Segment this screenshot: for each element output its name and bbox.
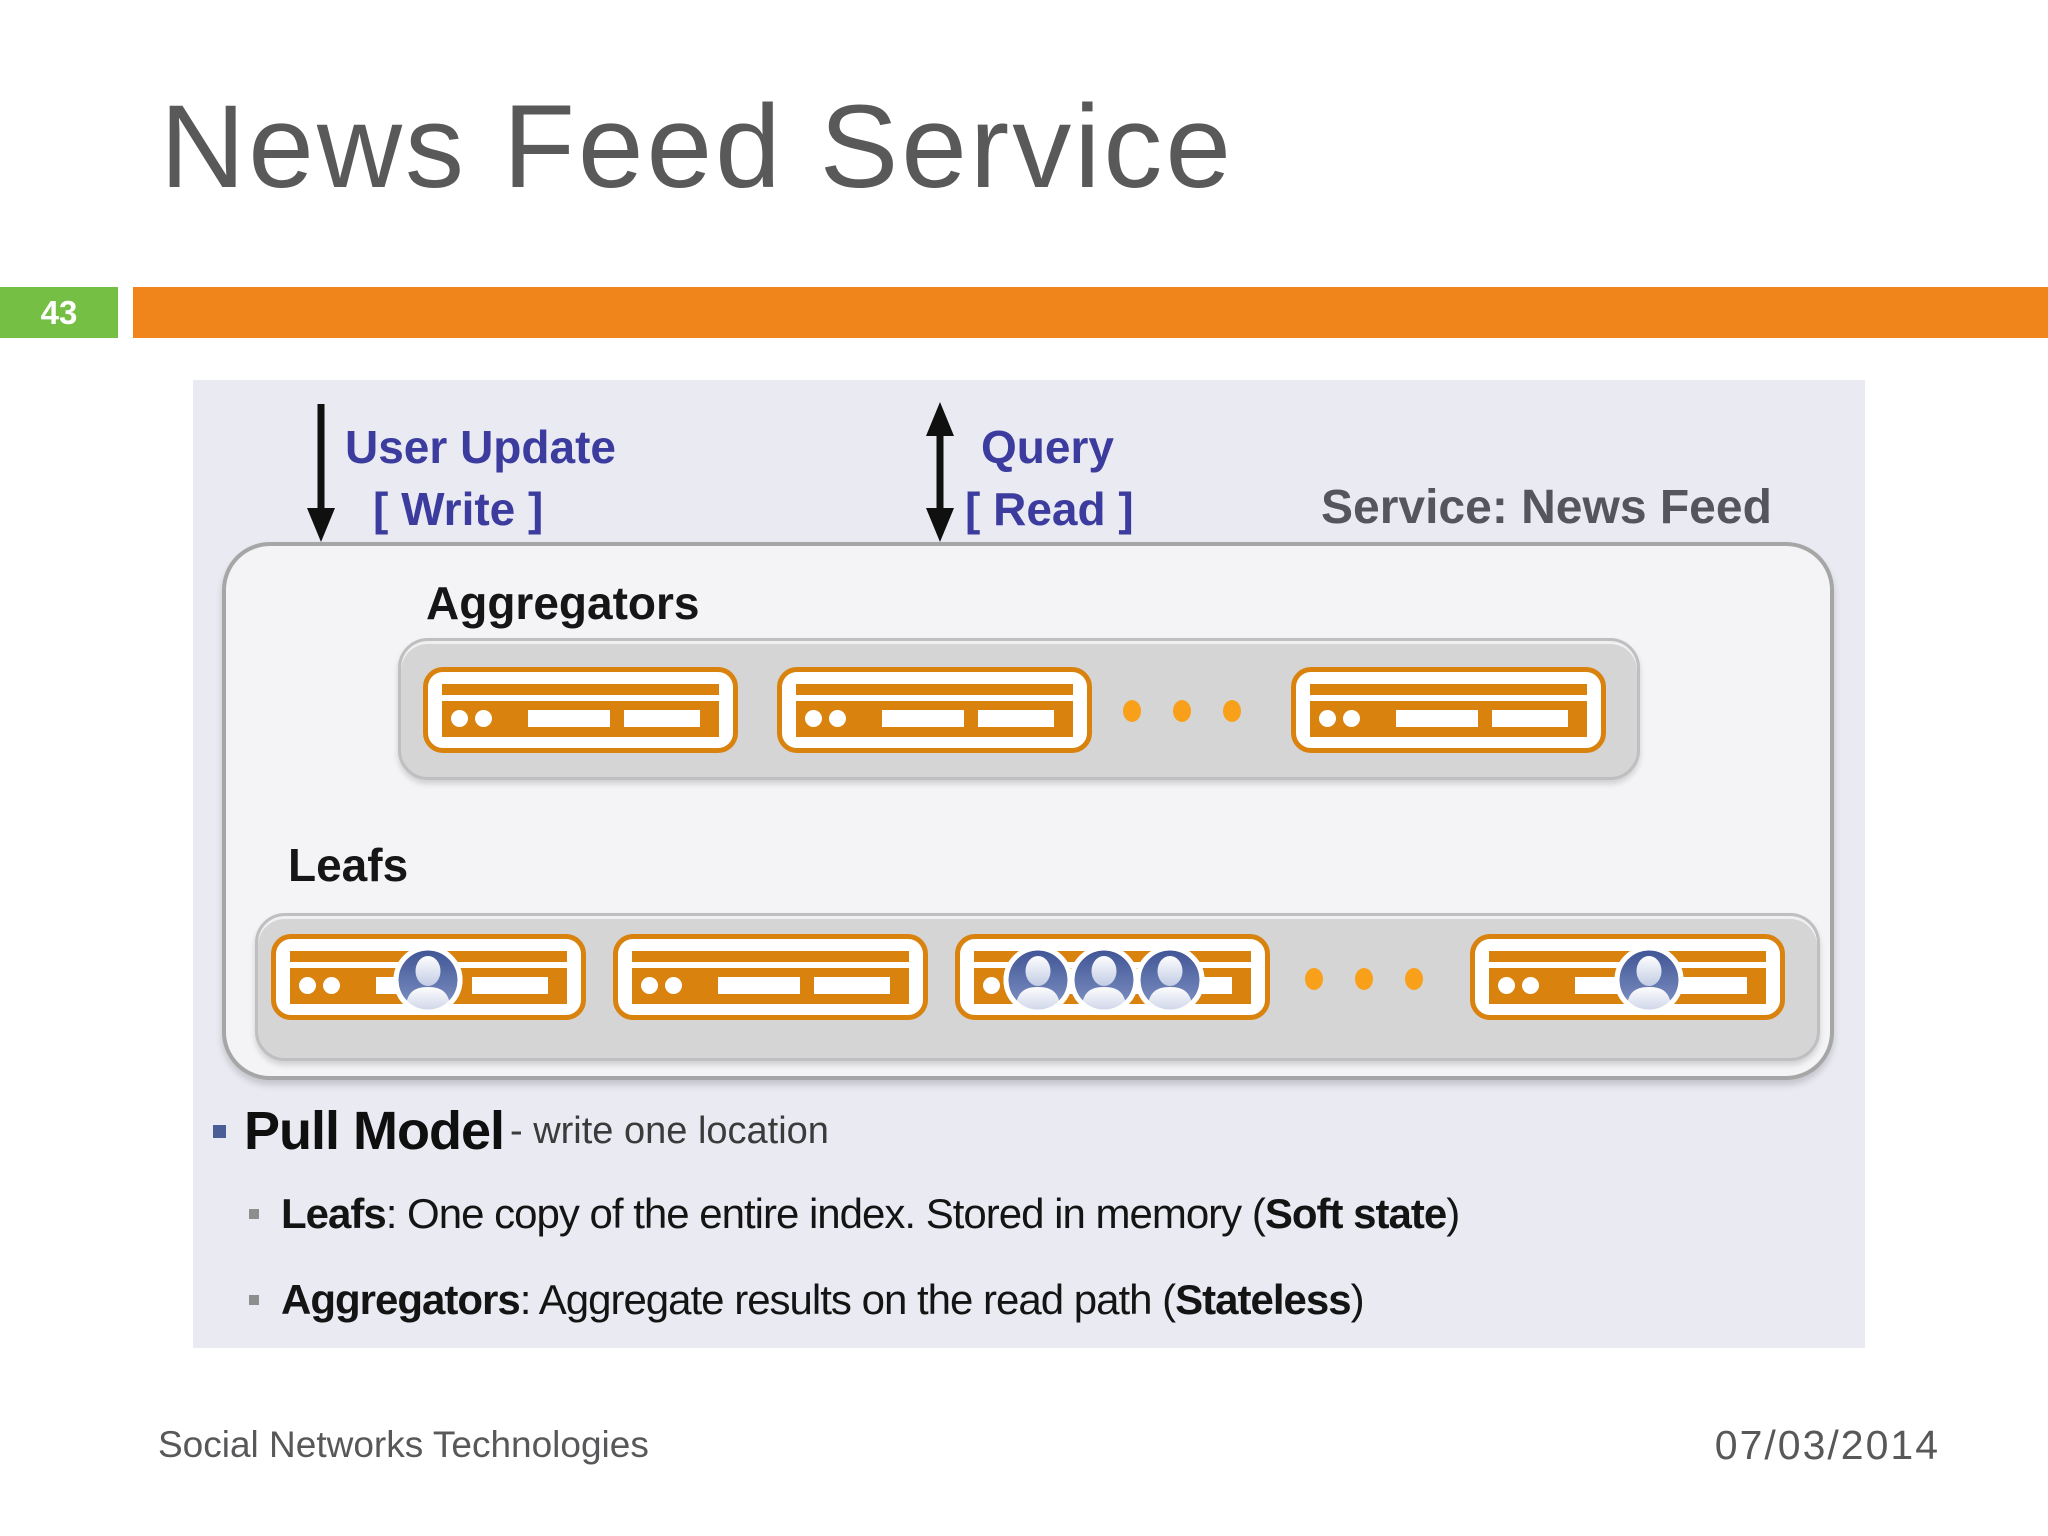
server-icon [777,667,1092,753]
server-icon [271,934,586,1020]
page-number-badge: 43 [0,287,118,338]
write-label-line2: [ Write ] [373,483,544,535]
bullet-square-icon [249,1209,259,1219]
slide-title: News Feed Service [160,81,1235,213]
user-avatar-icon [1002,944,1074,1016]
server-icon [1291,667,1606,753]
user-avatar-icon [1134,944,1206,1016]
diagram-panel: User Update [ Write ] Query [ Read ] Ser… [193,380,1865,1348]
user-avatar-icon [1068,944,1140,1016]
bullet-pull-model: Pull Model - write one location [213,1100,829,1162]
bullet-main-rest: - write one location [510,1109,829,1152]
ellipsis-dots [1123,700,1241,722]
read-label-line1: Query [981,421,1114,473]
leafs-label: Leafs [288,839,409,891]
accent-bar [133,287,2048,338]
bullet-square-icon [249,1295,259,1305]
bullet-square-icon [213,1124,226,1138]
up-down-arrow-icon [926,402,954,542]
write-label-line1: User Update [345,421,616,473]
footer-text: Social Networks Technologies [158,1424,649,1465]
down-arrow-icon [307,404,335,542]
read-label-line2: [ Read ] [965,483,1134,535]
bullet-aggregators: Aggregators: Aggregate results on the re… [249,1276,1365,1324]
server-icon [1470,934,1785,1020]
service-name-label: Service: News Feed [1321,481,1772,534]
server-icon [613,934,928,1020]
aggregators-label: Aggregators [426,577,700,629]
user-avatar-icon [392,944,464,1016]
server-icon [955,934,1270,1020]
footer-date: 07/03/2014 [1714,1422,1940,1468]
user-avatar-icon [1613,944,1685,1016]
server-icon [423,667,738,753]
ellipsis-dots [1305,968,1423,990]
bullet-leafs-text: Leafs: One copy of the entire index. Sto… [281,1190,1460,1237]
bullet-main-bold: Pull Model [244,1101,505,1161]
bullet-leafs: Leafs: One copy of the entire index. Sto… [249,1190,1460,1238]
bullet-aggregators-text: Aggregators: Aggregate results on the re… [281,1276,1365,1323]
